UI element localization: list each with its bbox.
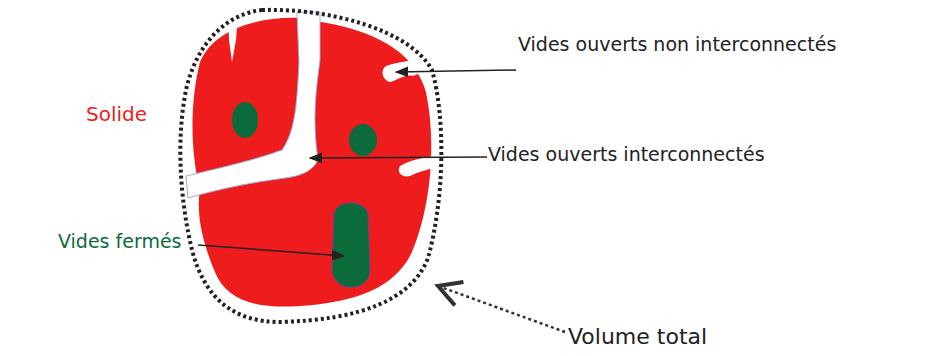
callout-label: Vides fermés — [58, 230, 182, 253]
leader-arrow — [310, 157, 487, 158]
closed-void — [232, 102, 258, 138]
callout-label: Volume total — [568, 324, 707, 350]
leader-arrow — [198, 245, 344, 256]
open-void — [399, 156, 434, 176]
callout-label: Vides ouverts interconnectés — [488, 143, 765, 166]
closed-void — [349, 124, 377, 156]
callout-label: Vides ouverts non interconnectés — [518, 33, 836, 56]
open-void — [383, 58, 430, 82]
closed-void — [332, 203, 370, 287]
interconnected-void — [186, 12, 320, 198]
total-volume-outline — [180, 10, 441, 322]
leader-arrow — [396, 70, 516, 72]
callout-label: Solide — [86, 102, 147, 126]
leader-arrow — [438, 286, 565, 332]
